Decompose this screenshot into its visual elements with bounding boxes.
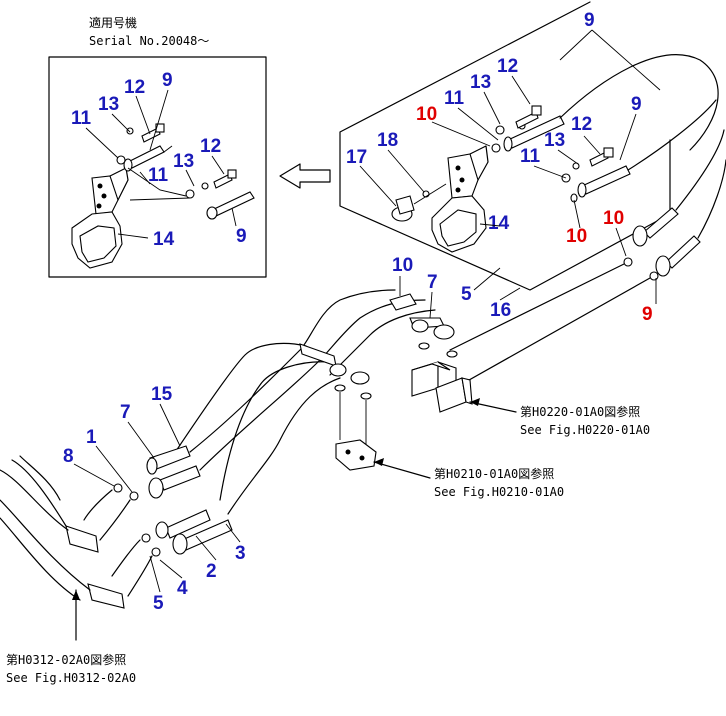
inset-header-en: Serial No.20048～ <box>89 34 209 48</box>
callout-7: 15 <box>151 384 173 405</box>
callout-3: 2 <box>206 561 217 582</box>
callout-12: 12 <box>200 136 221 157</box>
callout-10: 10 <box>416 104 437 125</box>
valve-blocks <box>334 342 473 471</box>
callout-11: 11 <box>444 88 465 109</box>
ref-en-h0210: See Fig.H0210-01A0 <box>434 485 564 499</box>
inset-frame <box>48 56 267 278</box>
callout-9: 9 <box>584 10 595 31</box>
left-hose-assembly <box>0 445 233 609</box>
callout-5: 7 <box>427 272 438 293</box>
callout-17: 17 <box>346 147 367 168</box>
callout-12: 12 <box>571 114 592 135</box>
callout-1: 7 <box>120 402 131 423</box>
callout-16: 5 <box>461 284 472 305</box>
callout-13: 13 <box>98 94 119 115</box>
callout-10: 9 <box>642 304 653 325</box>
callout-9: 9 <box>236 226 247 247</box>
callout-9: 9 <box>631 94 642 115</box>
callout-6: 4 <box>177 578 188 599</box>
callout-11: 11 <box>520 146 541 167</box>
callout-8: 1 <box>86 427 97 448</box>
callout-5: 3 <box>235 543 246 564</box>
callout-14: 14 <box>488 213 510 234</box>
detail-outline <box>339 1 671 291</box>
callout-10: 10 <box>603 208 624 229</box>
ref-en-h0312: See Fig.H0312-02A0 <box>6 671 136 685</box>
ref-en-h0220: See Fig.H0220-01A0 <box>520 423 650 437</box>
ref-jp-h0220: 第H0220-01A0図参照 <box>520 404 640 419</box>
callout-15: 16 <box>490 300 511 321</box>
inset-panel: 適用号機 Serial No.20048～ <box>48 15 267 278</box>
inset-header-jp: 適用号機 <box>89 15 137 30</box>
ref-arrow-2 <box>373 461 431 479</box>
callout-10: 10 <box>566 226 587 247</box>
callout-11: 11 <box>148 165 169 186</box>
callout-13: 13 <box>173 151 194 172</box>
main-hoses <box>169 289 455 515</box>
inset-bracket <box>71 167 129 269</box>
callout-4: 5 <box>153 593 164 614</box>
callout-7: 10 <box>392 255 413 276</box>
main-callouts: 9 9 12 13 11 10 12 13 11 18 17 14 10 10 … <box>63 10 653 614</box>
ref-jp-h0312: 第H0312-02A0図参照 <box>6 652 126 667</box>
leader-lines <box>73 29 661 593</box>
main-bracket <box>391 145 489 253</box>
callout-13: 13 <box>544 130 565 151</box>
callout-18: 18 <box>377 130 398 151</box>
callout-2: 8 <box>63 446 74 467</box>
callout-12: 12 <box>497 56 518 77</box>
callout-9: 9 <box>162 70 173 91</box>
callout-14: 14 <box>153 229 175 250</box>
callout-12: 12 <box>124 77 145 98</box>
arrow-icon <box>279 163 331 189</box>
callout-13: 13 <box>470 72 491 93</box>
callout-11: 11 <box>71 108 92 129</box>
ref-jp-h0210: 第H0210-01A0図参照 <box>434 466 554 481</box>
right-hoses <box>449 54 726 385</box>
upper-hose-ends <box>491 105 631 203</box>
